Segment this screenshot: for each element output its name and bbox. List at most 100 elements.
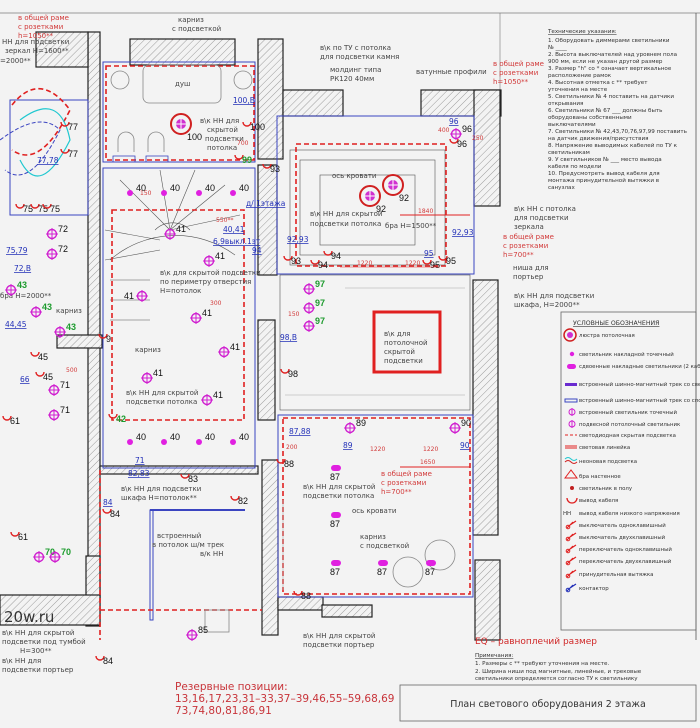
- walls: [0, 31, 502, 641]
- dimension-label: 1220: [357, 260, 372, 267]
- annotation-text: подсветки портьер: [303, 641, 375, 649]
- tech-notes-header: Технические указания:: [547, 29, 617, 35]
- legend-label: контактор: [579, 586, 609, 592]
- annotation-text: в потолок ш/м трек: [152, 541, 224, 549]
- fixture-number: 41: [124, 291, 134, 301]
- annotation-text: в\к для скрытой подсветки: [160, 269, 261, 277]
- recessed-spot-icon: 41: [201, 390, 223, 406]
- legend-item: светодиодная скрытая подсветка: [565, 433, 676, 439]
- legend-label: люстра потолочная: [579, 333, 635, 339]
- recessed-spot-icon: 89: [344, 418, 366, 434]
- fixture-number: 87: [330, 567, 340, 577]
- tech-note-line: уточнения на месте: [548, 87, 608, 93]
- recessed-spot-icon: 41: [164, 224, 186, 240]
- annotation-text: H=300**: [20, 647, 52, 655]
- cable-outlet-icon: 88: [293, 590, 311, 601]
- annotation-text: НН для подсветки: [2, 38, 69, 46]
- recessed-spot-icon: 43: [54, 322, 76, 338]
- recessed-spot-icon: 43: [5, 280, 27, 296]
- point-label: 75: [38, 204, 48, 214]
- fixture-number: 87: [425, 567, 435, 577]
- circuit-label: 84: [103, 498, 113, 507]
- point-label: 42: [116, 414, 126, 424]
- legend-item: контактор: [565, 583, 609, 593]
- annotation-text: встроенный: [157, 532, 201, 540]
- fixture-number: 97: [315, 298, 325, 308]
- tech-note-line: санузлах: [548, 185, 575, 191]
- bathroom-fixtures: [110, 64, 456, 633]
- circuit-label: 71: [135, 456, 145, 465]
- tech-note-line: выключателями: [548, 122, 596, 128]
- fixture-number: 43: [17, 280, 27, 290]
- legend-item: выключатель двухклавишный: [565, 532, 666, 542]
- recessed-spot-icon: 96: [450, 124, 472, 140]
- tech-note-line: кабеля по модели: [548, 164, 602, 170]
- tech-note-line: 10. Предусмотреть вывод кабеля для: [548, 171, 660, 177]
- annotation-text: h=1050**: [18, 32, 54, 40]
- annotation-text: в общей раме: [503, 233, 554, 241]
- fixture-number: 40: [239, 183, 249, 193]
- point-label: 84: [110, 509, 120, 519]
- tech-notes: Технические указания: 1. Оборудовать дим…: [547, 29, 687, 191]
- annotation-text: в\к по ТУ с потолка: [320, 44, 391, 52]
- fixture-number: 72: [58, 224, 68, 234]
- dimension-label: 700: [237, 140, 249, 147]
- recessed-spot-icon: 41: [203, 251, 225, 267]
- annotation-text: в\к для: [384, 330, 410, 338]
- point-label: 45: [38, 352, 48, 362]
- recessed-spot-icon: 41: [218, 342, 240, 358]
- fixture-number: 43: [66, 322, 76, 332]
- legend-label: переключатель двухклавишный: [579, 558, 672, 565]
- cable-outlet-icon: 95: [438, 255, 456, 266]
- circuit-label: 44,45: [5, 320, 27, 329]
- surface-spot-icon: 40: [230, 432, 249, 445]
- fixture-number: 100: [187, 132, 202, 142]
- circuit-label: 96: [449, 117, 459, 126]
- recessed-spot-icon: 72: [46, 244, 68, 260]
- tech-note-line: 7. Светильники № 42,43,70,76,97,99 поста…: [548, 129, 687, 135]
- annotation-text: карниз: [56, 307, 82, 315]
- annotation-text: скрытой: [384, 348, 415, 356]
- legend-item: светильник накладной точечный: [569, 351, 674, 358]
- legend-title: УСЛОВНЫЕ ОБОЗНАЧЕНИЯ: [573, 320, 659, 327]
- point-label: 45: [43, 372, 53, 382]
- legend-label: выключатель одноклавишный: [579, 522, 666, 529]
- recessed-spot-icon: 85: [186, 625, 208, 641]
- cable-outlet-icon: 93: [262, 163, 280, 174]
- annotation-text: в\к НН для скрытой: [2, 629, 74, 637]
- annotation-text: подсветки портьер: [2, 666, 74, 674]
- circuit-label: 6,9выкл.1эт: [213, 237, 261, 246]
- tech-note-line: расположение рамок: [548, 73, 612, 79]
- circuit-label: 66: [20, 375, 30, 384]
- annotation-text: подсветки потолка: [303, 492, 374, 500]
- legend: УСЛОВНЫЕ ОБОЗНАЧЕНИЯ люстра потолочная св…: [560, 311, 700, 631]
- fixture-number: 40: [170, 432, 180, 442]
- point-label: 88: [284, 459, 294, 469]
- fixture-number: 70: [61, 547, 71, 557]
- legend-label: неоновая подсветка: [579, 459, 637, 465]
- reserve-label: Резервные позиции:: [175, 681, 288, 693]
- cable-outlet-icon: 83: [180, 473, 198, 484]
- toggle-double-icon: [565, 556, 577, 566]
- fixture-number: 87: [330, 519, 340, 529]
- recessed-spot-icon: 97: [303, 298, 325, 314]
- tech-note-line: 2. Высота выключателей над уровнем пола: [548, 51, 677, 58]
- legend-item: люстра потолочная: [563, 328, 635, 342]
- annotation-text: портьер: [513, 273, 544, 281]
- point-label: 88: [301, 591, 311, 601]
- recessed-spot-icon: 41: [124, 290, 148, 302]
- tech-note-line: 1. Оборудовать диммерами светильники: [548, 38, 670, 44]
- surface-spot-icon: 40: [127, 432, 146, 445]
- legend-item: неоновая подсветка: [564, 457, 637, 465]
- chandelier-icon: 92: [382, 174, 409, 203]
- annotation-text: подсветки потолка: [310, 220, 381, 228]
- circuit-label: 92,93: [452, 228, 474, 237]
- room-outlines: [9, 61, 475, 621]
- magnetic-track-lights-icon: [565, 383, 577, 386]
- double-spot-icon: 87: [330, 465, 341, 482]
- fixture-number: 41: [176, 224, 186, 234]
